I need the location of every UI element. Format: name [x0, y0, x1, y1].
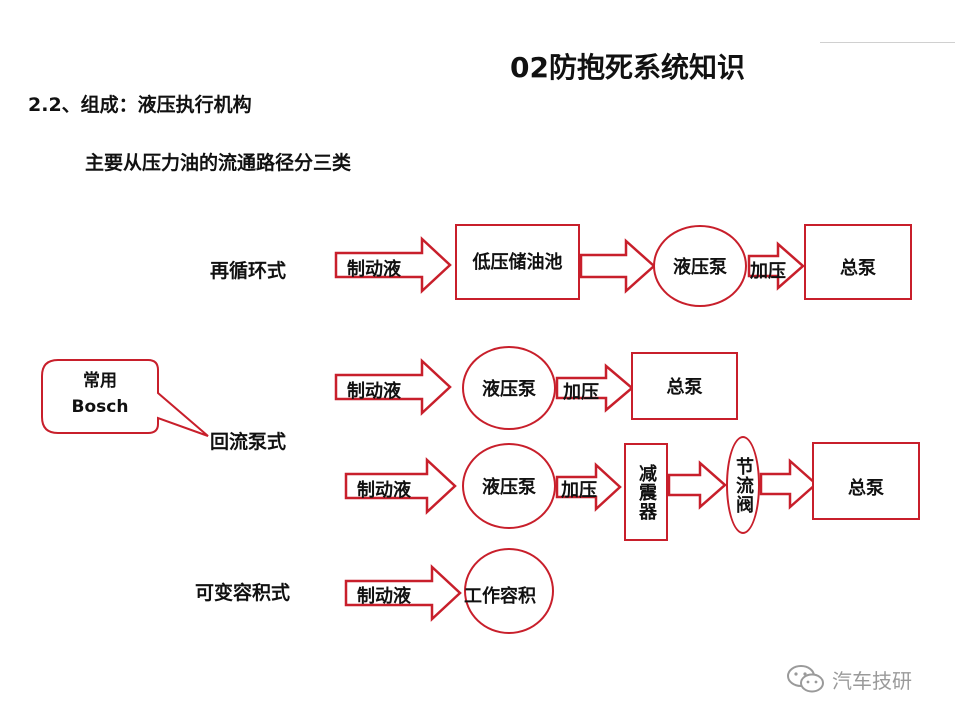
arrow-label-pressurize: 加压: [750, 261, 786, 282]
arrow-label-brake-fluid: 制动液: [347, 259, 401, 280]
hydraulic-pump-label: 液压泵: [482, 477, 536, 498]
arrow-label-brake-fluid: 制动液: [357, 586, 411, 607]
arrow-label-pressurize: 加压: [561, 480, 597, 501]
watermark-text: 汽车技研: [832, 668, 912, 693]
callout-line-1: 常用: [83, 371, 117, 391]
flow-arrow: [759, 458, 818, 510]
arrow-label-brake-fluid: 制动液: [347, 381, 401, 402]
flow-arrow: [747, 241, 805, 291]
flow-arrow: [555, 363, 634, 413]
slide-title: 02防抱死系统知识: [510, 51, 745, 84]
master-cylinder-box: 总泵: [812, 442, 920, 520]
master-cylinder-label: 总泵: [666, 377, 703, 398]
callout-line-2: Bosch: [71, 397, 129, 417]
hydraulic-pump-label: 液压泵: [673, 257, 727, 278]
master-cylinder-label: 总泵: [840, 258, 876, 279]
hydraulic-pump-circle: 液压泵: [462, 346, 556, 430]
master-cylinder-box: 总泵: [804, 224, 912, 300]
flow-arrow: [667, 460, 727, 510]
subtitle: 主要从压力油的流通路径分三类: [85, 152, 352, 174]
wechat-icon: [787, 665, 824, 693]
damper-label: 减震器: [636, 463, 657, 521]
type-label-return-pump: 回流泵式: [210, 431, 287, 453]
flow-arrow: [344, 457, 457, 515]
low-pressure-reservoir-label: 低压储油池: [472, 252, 563, 273]
flow-arrow: [579, 238, 656, 294]
master-cylinder-box: 总泵: [631, 352, 738, 420]
low-pressure-reservoir-box: 低压储油池: [455, 224, 580, 300]
callout-text: 常用 Bosch: [42, 368, 158, 420]
header-rule: [820, 42, 955, 43]
arrow-label-pressurize: 加压: [563, 382, 599, 403]
flow-arrow: [555, 462, 622, 512]
type-label-recirculating: 再循环式: [210, 260, 287, 282]
flow-arrow: [334, 358, 452, 416]
working-volume-label: 工作容积: [464, 586, 536, 607]
hydraulic-pump-circle: 液压泵: [653, 225, 747, 307]
master-cylinder-label: 总泵: [848, 478, 884, 499]
throttle-valve-label: 节流阀: [733, 456, 754, 514]
throttle-valve-oval: 节流阀: [726, 436, 760, 534]
hydraulic-pump-label: 液压泵: [482, 379, 536, 400]
hydraulic-pump-circle: 液压泵: [462, 443, 556, 529]
watermark: 汽车技研: [786, 664, 912, 694]
working-volume-circle: [464, 548, 554, 634]
section-heading: 2.2、组成：液压执行机构: [28, 94, 252, 116]
flow-arrow: [344, 564, 462, 622]
flow-arrow: [334, 236, 452, 294]
arrow-label-brake-fluid: 制动液: [357, 480, 411, 501]
damper-box: 减震器: [624, 443, 668, 541]
type-label-variable-volume: 可变容积式: [195, 582, 291, 604]
